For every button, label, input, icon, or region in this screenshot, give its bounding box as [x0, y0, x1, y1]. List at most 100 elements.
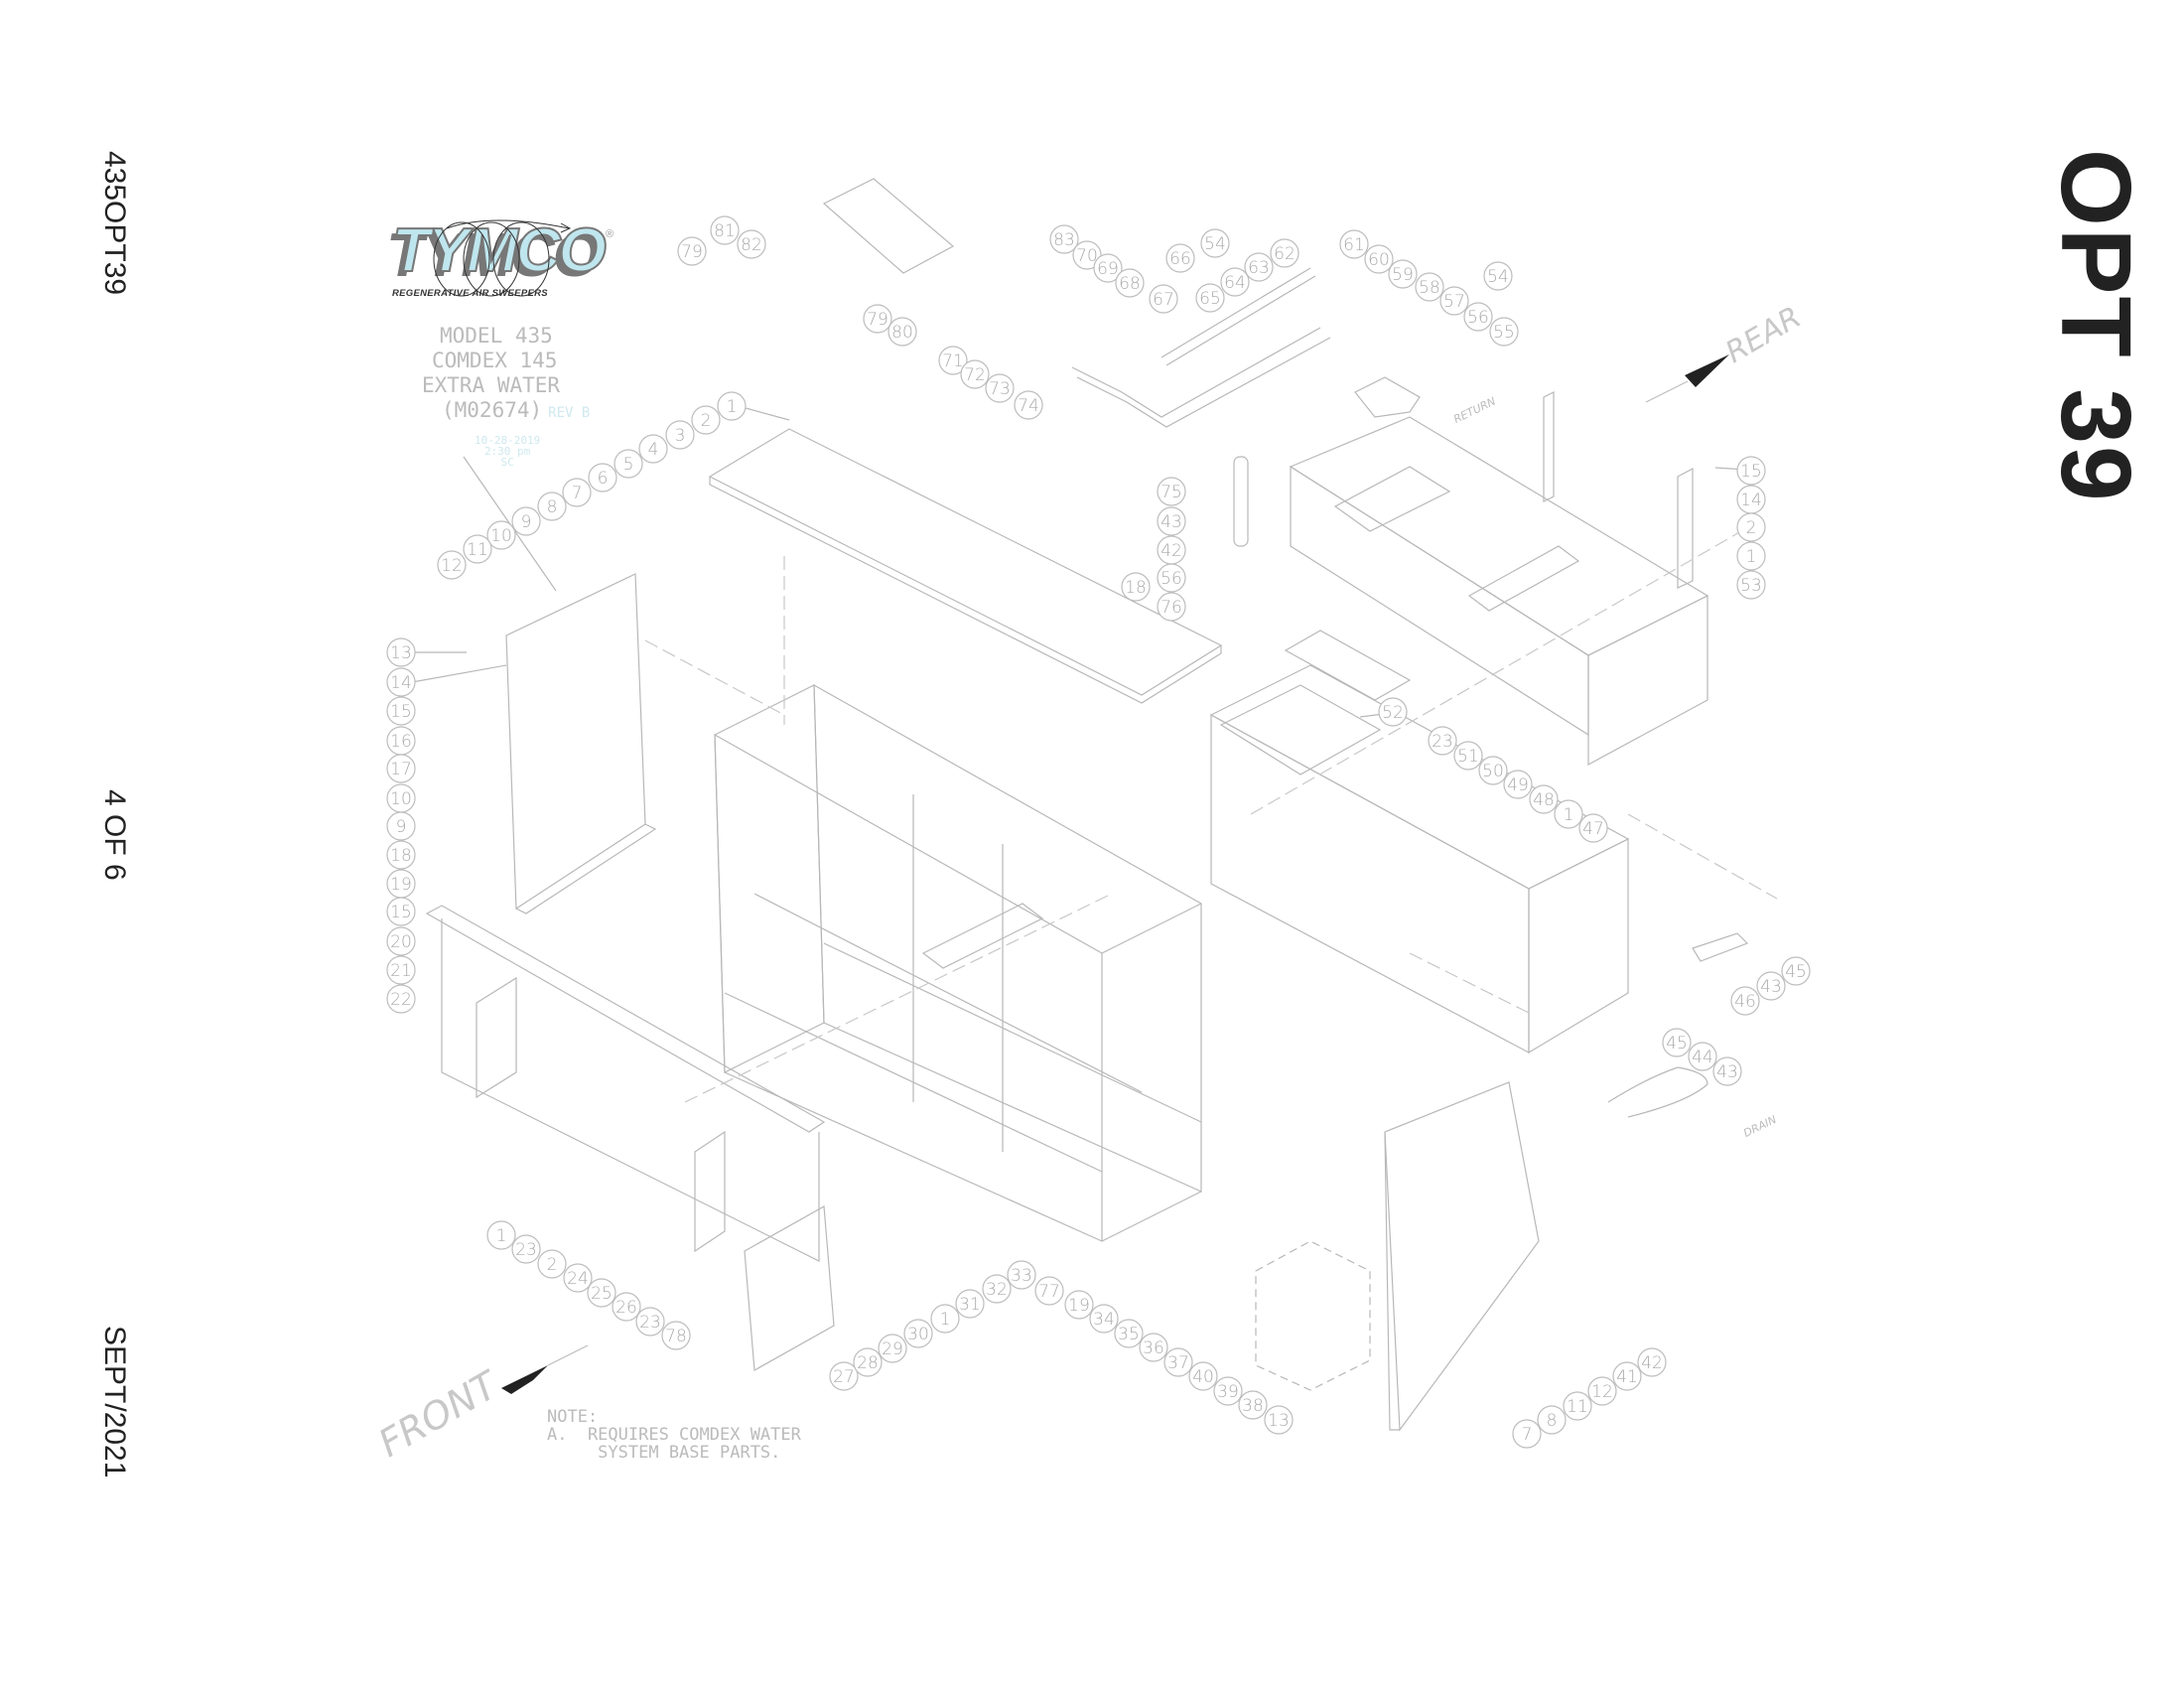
callout-number: 29	[882, 1339, 903, 1359]
callout-balloon: 1	[930, 1304, 960, 1334]
callout-number: 77	[1038, 1282, 1060, 1302]
registered-mark: ®	[606, 228, 614, 240]
model-label: MODEL 435	[440, 324, 553, 348]
callout-balloon: 15	[386, 696, 416, 726]
hose-tube	[822, 178, 955, 274]
callout-number: 19	[1068, 1296, 1090, 1316]
callout-number: 2	[701, 411, 712, 431]
callout-balloon: 19	[386, 869, 416, 899]
callout-number: 81	[714, 221, 736, 241]
upper-tank	[1289, 416, 1709, 767]
callout-number: 36	[1143, 1338, 1164, 1358]
callout-balloon: 25	[587, 1278, 616, 1308]
callout-number: 69	[1097, 259, 1119, 279]
callout-number: 27	[833, 1367, 855, 1387]
callout-balloon: 14	[386, 667, 416, 697]
callout-number: 13	[1268, 1411, 1290, 1431]
callout-balloon: 2	[537, 1249, 567, 1279]
callout-number: 15	[390, 702, 412, 722]
callout-number: 56	[1467, 308, 1489, 328]
callout-number: 75	[1160, 483, 1182, 502]
callout-balloon: 57	[1439, 286, 1469, 316]
callout-number: 41	[1616, 1367, 1638, 1387]
callout-number: 79	[867, 310, 888, 330]
drawing-note: NOTE:A. REQUIRES COMDEX WATER SYSTEM BAS…	[547, 1408, 801, 1462]
callout-balloon: 33	[1007, 1260, 1036, 1290]
callout-balloon: 56	[1157, 563, 1186, 593]
callout-balloon: 77	[1034, 1276, 1064, 1306]
callout-balloon: 54	[1483, 261, 1513, 291]
callout-number: 23	[639, 1313, 661, 1333]
callout-balloon: 48	[1529, 784, 1559, 814]
callout-number: 43	[1716, 1062, 1738, 1082]
callout-balloon: 22	[386, 984, 416, 1014]
callout-number: 1	[727, 397, 738, 417]
note-item-a: A. REQUIRES COMDEX WATER SYSTEM BASE PAR…	[547, 1425, 801, 1463]
callout-balloon: 17	[386, 754, 416, 783]
callout-number: 42	[1641, 1353, 1663, 1373]
callout-number: 71	[942, 352, 964, 371]
callout-number: 65	[1199, 289, 1221, 309]
callout-balloon: 67	[1149, 284, 1178, 314]
callout-number: 45	[1785, 962, 1807, 982]
callout-balloon: 64	[1220, 267, 1250, 297]
callout-number: 54	[1204, 234, 1226, 254]
front-arrow-icon	[501, 1365, 548, 1394]
title-block: MODEL 435 COMDEX 145 EXTRA WATER (M02674…	[422, 324, 590, 426]
callout-number: 5	[623, 455, 634, 475]
callout-number: 7	[1522, 1425, 1533, 1445]
callout-balloon: 13	[386, 637, 416, 667]
callout-number: 50	[1482, 762, 1504, 781]
callout-balloon: 3	[665, 420, 695, 450]
callout-balloon: 59	[1388, 259, 1418, 289]
callout-balloon: 11	[463, 534, 492, 564]
callout-balloon: 37	[1163, 1347, 1193, 1377]
callout-balloon: 36	[1139, 1333, 1168, 1362]
approval-stamp: 10-28-2019 2:30 pm SC	[475, 435, 540, 468]
callout-number: 35	[1118, 1325, 1140, 1344]
callout-number: 45	[1666, 1034, 1688, 1054]
callout-number: 20	[390, 932, 412, 952]
callout-balloon: 54	[1200, 228, 1230, 258]
callout-number: 60	[1368, 250, 1390, 270]
callout-number: 52	[1382, 703, 1404, 723]
callout-number: 40	[1192, 1367, 1214, 1387]
callout-number: 49	[1507, 775, 1529, 795]
callout-balloon: 28	[853, 1347, 883, 1377]
callout-number: 4	[648, 440, 659, 460]
callout-number: 46	[1734, 992, 1756, 1012]
callout-number: 2	[547, 1255, 558, 1275]
callout-number: 22	[390, 990, 412, 1010]
callout-balloon: 10	[386, 783, 416, 813]
callout-balloon: 1	[486, 1220, 516, 1250]
callout-balloon: 74	[1014, 390, 1043, 420]
callout-number: 12	[1591, 1382, 1613, 1402]
callout-number: 76	[1160, 598, 1182, 618]
callout-balloon: 5	[614, 449, 643, 479]
callout-balloon: 71	[938, 346, 968, 375]
callout-balloon: 23	[1428, 726, 1457, 756]
callout-number: 56	[1160, 569, 1182, 589]
callout-balloon: 63	[1244, 252, 1274, 282]
callout-balloon: 51	[1453, 741, 1483, 771]
callout-balloon: 24	[563, 1263, 593, 1293]
callout-balloon: 78	[661, 1321, 691, 1350]
callout-balloon: 35	[1114, 1319, 1144, 1348]
callout-balloon: 70	[1072, 240, 1102, 270]
callout-balloon: 66	[1165, 243, 1195, 273]
callout-balloon: 73	[985, 373, 1015, 403]
callout-number: 68	[1119, 274, 1141, 294]
callout-balloon: 83	[1049, 224, 1079, 254]
callout-balloon: 30	[903, 1319, 933, 1348]
callout-balloon: 44	[1688, 1042, 1717, 1071]
callout-number: 47	[1582, 819, 1604, 839]
callout-number: 38	[1242, 1396, 1264, 1416]
system-label: COMDEX 145	[432, 349, 558, 372]
callout-number: 67	[1153, 290, 1174, 310]
callout-balloon: 43	[1157, 506, 1186, 536]
callout-number: 17	[390, 760, 412, 779]
rear-arrow-icon	[1685, 354, 1729, 387]
callout-balloon: 7	[1512, 1419, 1542, 1449]
callout-balloon: 42	[1157, 535, 1186, 565]
